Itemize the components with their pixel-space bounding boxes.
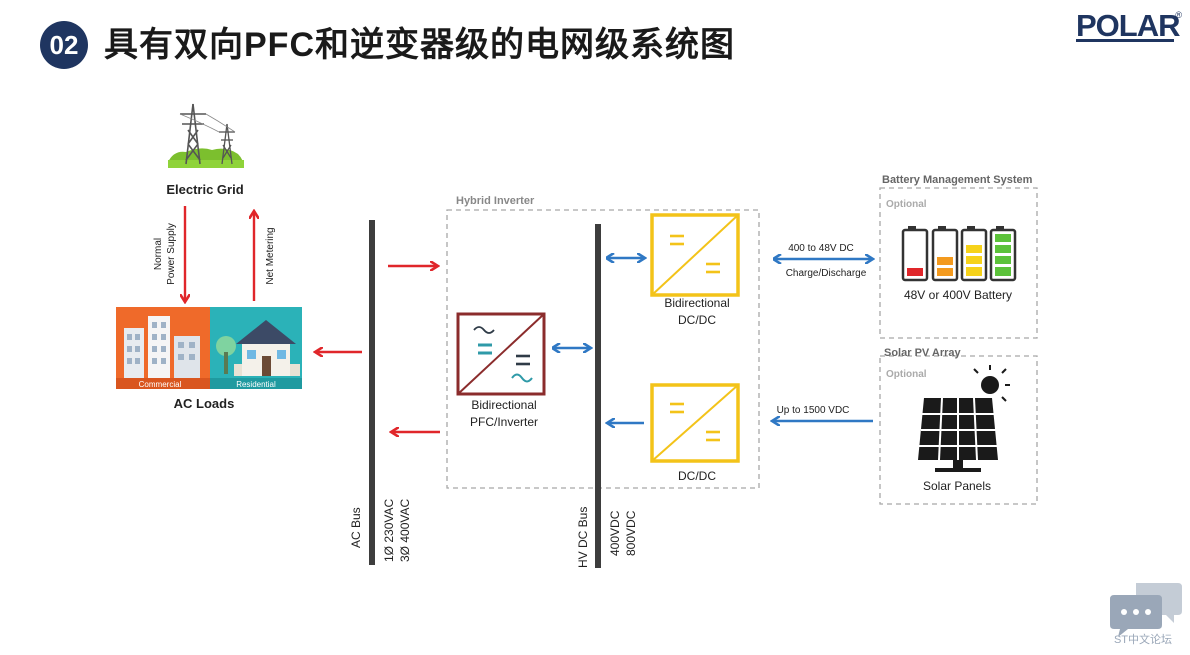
registered-mark: ® [1175,10,1182,20]
pfc-inverter-block [456,312,546,396]
net-metering-label: Net Metering [265,227,276,284]
solar-panels-label: Solar Panels [923,479,991,493]
dcdc-block [650,383,740,463]
battery-levels-icon [901,226,1017,282]
hybrid-inverter-label: Hybrid Inverter [456,195,535,207]
normal-supply-label-2: Power Supply [166,223,177,285]
bms-optional: Optional [886,199,927,210]
dcdc-label: DC/DC [678,469,716,483]
electric-grid-icon [168,103,244,168]
normal-supply-label-1: Normal [153,238,164,270]
dc-voltage-800: 800VDC [624,510,638,556]
battery-label: 48V or 400V Battery [904,288,1012,302]
ac-bus-bar [369,220,375,565]
pv-optional: Optional [886,369,927,380]
ac-voltage-3phase: 3Ø 400VAC [398,499,412,562]
solar-panel-icon [918,365,1010,472]
pfc-inverter-label-1: Bidirectional [471,398,536,412]
bidi-dcdc-label-1: Bidirectional [664,296,729,310]
polar-logo: POLAR ® [1076,8,1182,46]
hv-dc-bus-bar [595,224,601,568]
hv-dc-bus-label: HV DC Bus [576,507,590,568]
residential-label: Residential [236,380,276,389]
bidirectional-dcdc-block [650,213,740,297]
logo-text: POLAR [1076,8,1180,43]
battery-link-mode: Charge/Discharge [786,268,867,279]
commercial-label: Commercial [139,380,182,389]
commercial-buildings-icon [116,307,210,389]
ac-voltage-1phase: 1Ø 230VAC [382,499,396,562]
bidi-dcdc-label-2: DC/DC [678,313,716,327]
solar-link-voltage: Up to 1500 VDC [777,405,850,416]
hybrid-inverter-box [446,209,760,489]
residential-house-icon [210,307,302,389]
forum-watermark-text: ST中文论坛 [1113,634,1173,646]
page-title: 具有双向PFC和逆变器级的电网级系统图 [104,26,735,64]
forum-chat-icon [1110,583,1182,637]
section-number-badge: 02 [40,21,88,69]
ac-bus-label: AC Bus [349,507,363,548]
bms-title: Battery Management System [882,174,1033,186]
pv-array-box [879,355,1038,505]
battery-link-voltage: 400 to 48V DC [788,243,854,254]
electric-grid-label: Electric Grid [166,182,243,197]
pv-array-title: Solar PV Array [884,347,962,359]
pfc-inverter-label-2: PFC/Inverter [470,415,538,429]
dc-voltage-400: 400VDC [608,510,622,556]
logo-underline [1076,39,1174,42]
ac-loads-label: AC Loads [174,396,235,411]
